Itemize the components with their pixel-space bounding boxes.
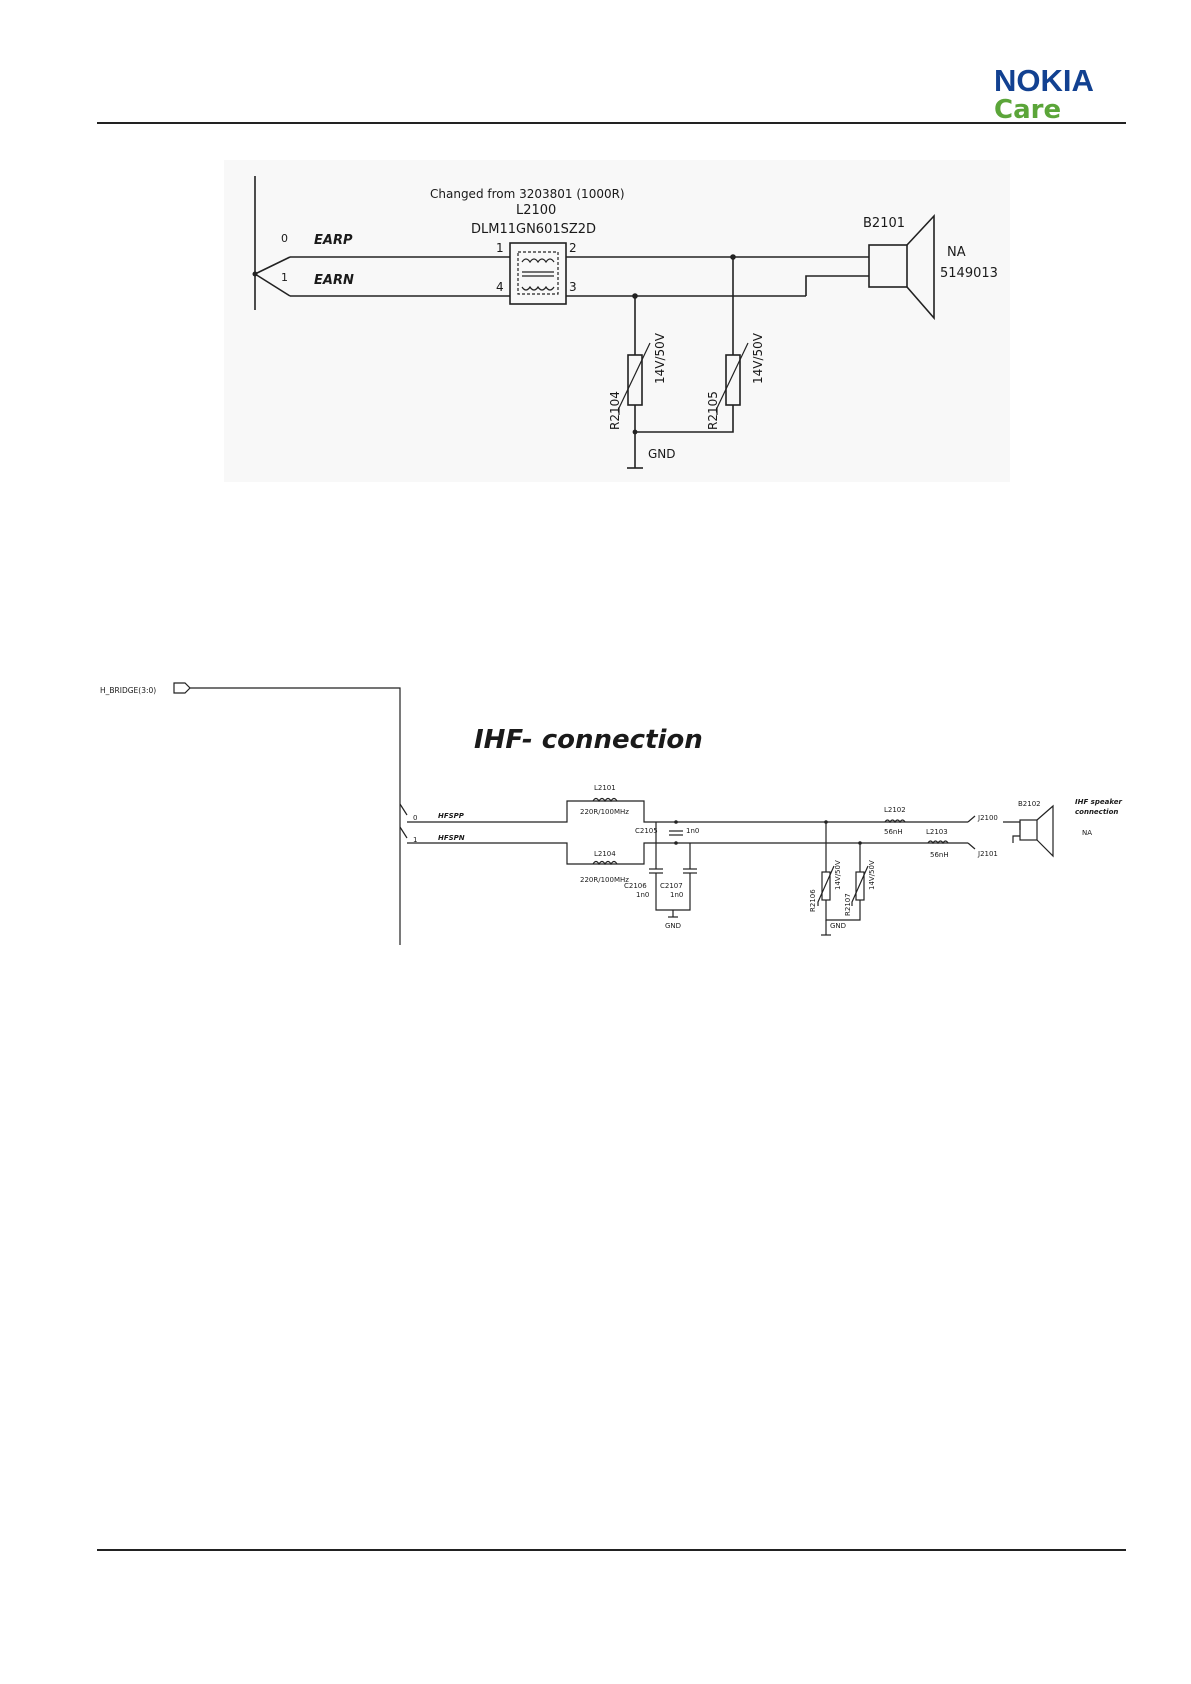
ihf-bus-entry-0 xyxy=(399,803,408,816)
l2103-value: 56nH xyxy=(930,851,949,859)
c2105-ref: C2105 xyxy=(635,827,658,835)
net-hfspp: HFSPP xyxy=(438,812,465,820)
earpiece-speaker-code: 5149013 xyxy=(940,266,998,281)
h-bridge-bus-label: H_BRIDGE(3:0) xyxy=(100,686,156,695)
filter-pin-2: 2 xyxy=(569,241,577,255)
l2103-coil xyxy=(927,840,949,845)
j2101-label: J2101 xyxy=(977,850,998,858)
r2106-value: 14V/50V xyxy=(834,860,842,890)
c2106-ref: C2106 xyxy=(624,882,647,890)
earpiece-bus-entry-0 xyxy=(254,256,291,275)
gnd2-label: GND xyxy=(830,922,846,930)
r2107-ref: R2107 xyxy=(844,893,852,916)
ihf-speaker-label-1: IHF speaker xyxy=(1075,798,1122,806)
j2101-contact xyxy=(967,842,976,850)
ihf-speaker-cone xyxy=(1036,804,1054,858)
c2107-ref: C2107 xyxy=(660,882,683,890)
r2106-r2107-ground-rail xyxy=(825,900,861,921)
filter-inner-box xyxy=(517,251,559,295)
l2101-ref: L2101 xyxy=(594,784,616,792)
l2102-coil xyxy=(884,819,906,824)
ihf-speaker-wire-p xyxy=(1003,821,1021,830)
ihf-title: IHF- connection xyxy=(474,725,703,755)
varistor-r2107 xyxy=(855,871,865,901)
earpiece-speaker-cone xyxy=(906,213,935,321)
header-rule xyxy=(97,122,1126,124)
gnd1-label: GND xyxy=(665,922,681,930)
filter-coil-top xyxy=(521,258,555,264)
earpiece-speaker-note: NA xyxy=(947,245,966,260)
filter-pin-3: 3 xyxy=(569,280,577,294)
l2104-coil xyxy=(592,860,618,866)
l2104-ref: L2104 xyxy=(594,850,616,858)
earpiece-bus-entry-1 xyxy=(254,273,291,297)
r2106-ref: R2106 xyxy=(809,889,817,912)
earpiece-speaker-ref: B2101 xyxy=(863,216,905,231)
nokia-care-logo: NOKIA Care xyxy=(994,63,1124,126)
filter-pin-4: 4 xyxy=(496,280,504,294)
net-hfspn: HFSPN xyxy=(438,834,465,842)
common-mode-filter xyxy=(509,242,567,305)
r2107-value: 14V/50V xyxy=(868,860,876,890)
earpiece-speaker-body xyxy=(868,244,908,288)
c2107-value: 1n0 xyxy=(670,891,683,899)
ihf-bus-entry-1 xyxy=(399,826,408,839)
filter-coil-bottom xyxy=(521,285,555,291)
footer-rule xyxy=(97,1549,1126,1551)
ihf-speaker-note: NA xyxy=(1082,829,1092,837)
earpiece-schematic-background xyxy=(224,160,1010,482)
earn-wire-speaker xyxy=(805,275,869,296)
c2105-junction-bottom xyxy=(674,841,678,845)
r2104-ref: R2104 xyxy=(608,391,622,430)
r2105-varistor-slash xyxy=(716,342,749,415)
c2105-junction-top xyxy=(674,820,678,824)
logo-brand: NOKIA xyxy=(994,63,1094,98)
filter-pin-1: 1 xyxy=(496,241,504,255)
r2105-value: 14V/50V xyxy=(751,332,765,384)
varistor-r2106 xyxy=(821,871,831,901)
l2103-ref: L2103 xyxy=(926,828,948,836)
h-bridge-port xyxy=(173,682,191,694)
earpiece-bus-pin-1: 1 xyxy=(281,271,288,284)
ihf-speaker-ref: B2102 xyxy=(1018,800,1041,808)
r2104-varistor-slash xyxy=(618,342,651,415)
ihf-speaker-wire-n xyxy=(1012,835,1020,843)
h-bridge-bus-line xyxy=(190,687,401,945)
net-earp: EARP xyxy=(314,233,353,248)
ihf-bus-pin-0: 0 xyxy=(413,814,417,822)
l2101-value: 220R/100MHz xyxy=(580,808,629,816)
c2106-value: 1n0 xyxy=(636,891,649,899)
r2105-ref: R2105 xyxy=(706,391,720,430)
earpiece-bus-pin-0: 0 xyxy=(281,232,288,245)
l2104-value: 220R/100MHz xyxy=(580,876,629,884)
l2101-coil xyxy=(592,797,618,803)
filter-ref: L2100 xyxy=(516,203,556,218)
ihf-speaker-body xyxy=(1019,819,1038,841)
r2107-varistor-slash xyxy=(851,865,869,906)
l2102-value: 56nH xyxy=(884,828,903,836)
c2105-value: 1n0 xyxy=(686,827,699,835)
ihf-bus-pin-1: 1 xyxy=(413,836,417,844)
net-earn: EARN xyxy=(314,273,354,288)
ihf-speaker-label-2: connection xyxy=(1075,808,1118,816)
r2106-varistor-slash xyxy=(817,865,835,906)
earpiece-gnd-label: GND xyxy=(648,447,676,461)
j2100-label: J2100 xyxy=(977,814,998,822)
j2100-contact xyxy=(967,815,976,823)
hfspn-wire-left xyxy=(407,842,656,865)
filter-change-note: Changed from 3203801 (1000R) xyxy=(430,187,625,201)
logo-sub: Care xyxy=(994,95,1062,125)
earpiece-bus-junction xyxy=(252,271,258,277)
l2102-ref: L2102 xyxy=(884,806,906,814)
r2104-value: 14V/50V xyxy=(653,332,667,384)
r2105-lead-bottom xyxy=(635,405,734,433)
filter-part: DLM11GN601SZ2D xyxy=(471,222,596,237)
